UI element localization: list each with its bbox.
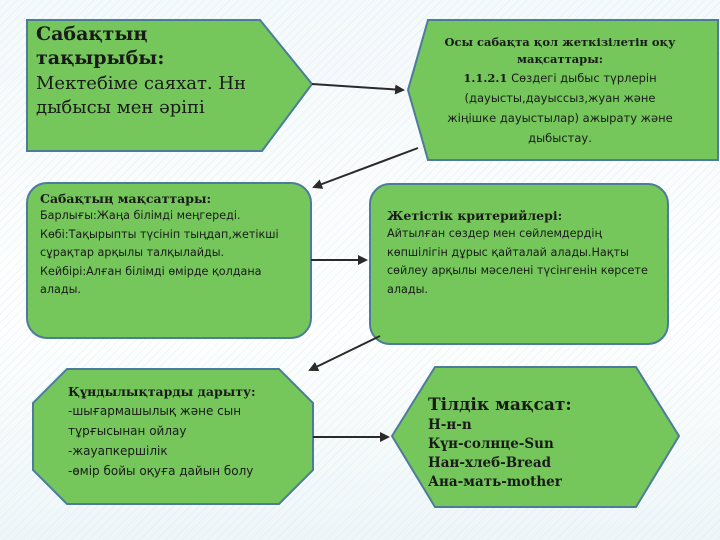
language-box-shape: [390, 366, 681, 508]
arrow-goals-to-objectives: [312, 147, 419, 189]
criteria-body: Айтылған сөздер мен сөйлемдердің көпшілі…: [387, 227, 648, 296]
goals-body: Сөздегі дыбыс түрлерін (дауысты,дауыссыз…: [447, 71, 673, 145]
goals-body-wrap: 1.1.2.1 Сөздегі дыбыс түрлерін (дауысты,…: [440, 68, 680, 148]
criteria-heading: Жетістік критерийлері:: [387, 208, 563, 223]
objectives-heading: Сабақтың мақсаттары:: [40, 191, 212, 206]
objectives-body: Барлығы:Жаңа білімді меңгереді. Көбі:Тақ…: [40, 209, 279, 296]
values-box-shape: [32, 368, 314, 505]
goals-heading: Осы сабақта қол жеткізілетін оқу мақсатт…: [444, 35, 676, 66]
language-box: Тілдік мақсат: Н-н-n Күн-солнце-Sun Нан-…: [428, 394, 668, 492]
values-box: Құндылықтарды дарыту: -шығармашылық және…: [68, 383, 318, 481]
goals-box-shape: [406, 19, 719, 161]
objectives-box: Сабақтың мақсаттары: Барлығы:Жаңа білімд…: [40, 190, 290, 300]
goals-box: Осы сабақта қол жеткізілетін оқу мақсатт…: [440, 34, 680, 148]
title-box-shape: [26, 19, 314, 152]
criteria-box: Жетістік критерийлері: Айтылған сөздер м…: [387, 207, 657, 299]
values-body: -шығармашылық және сын тұрғысынан ойлау …: [68, 404, 254, 478]
arrow-title-to-goals: [311, 83, 405, 95]
values-heading: Құндылықтарды дарыту:: [68, 384, 256, 399]
title-heading: Сабақтың тақырыбы:: [36, 23, 165, 69]
criteria-box-shape: [369, 183, 669, 345]
title-box: Сабақтың тақырыбы: Мектебіме саяхат. Нн …: [36, 22, 276, 120]
arrow-criteria-to-values: [308, 335, 381, 372]
language-heading: Тілдік мақсат:: [428, 395, 572, 415]
goals-code: 1.1.2.1: [463, 71, 508, 85]
title-body: Мектебіме саяхат. Нн дыбысы мен әріпі: [36, 73, 247, 118]
language-body: Н-н-n Күн-солнце-Sun Нан-хлеб-Bread Ана-…: [428, 417, 562, 490]
